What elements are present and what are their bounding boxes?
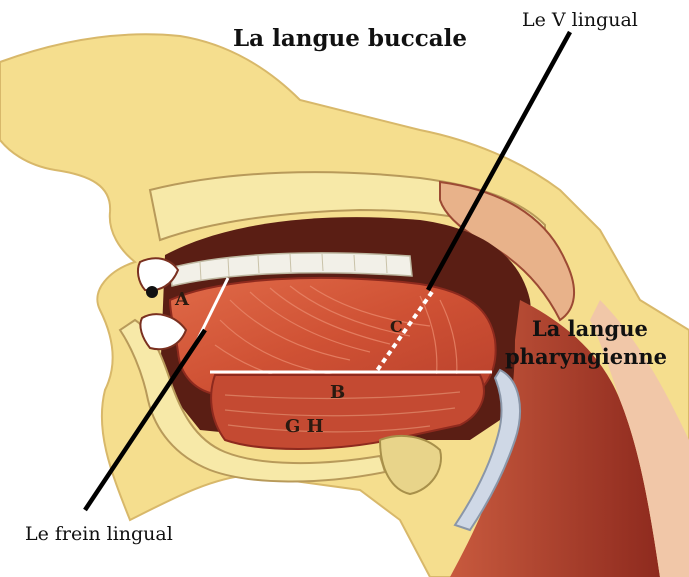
label-frein: Le frein lingual [25,523,173,545]
marker-b: B [330,382,345,403]
label-pharyngeal-1: La langue [532,316,648,341]
label-title: La langue buccale [233,25,467,52]
marker-a: A [174,289,190,310]
marker-gh: G H [285,416,324,437]
label-pharyngeal-2: pharyngienne [505,344,667,369]
lip-junction-dot [146,286,158,298]
label-v-lingual: Le V lingual [522,9,638,31]
marker-c: C [390,317,403,336]
